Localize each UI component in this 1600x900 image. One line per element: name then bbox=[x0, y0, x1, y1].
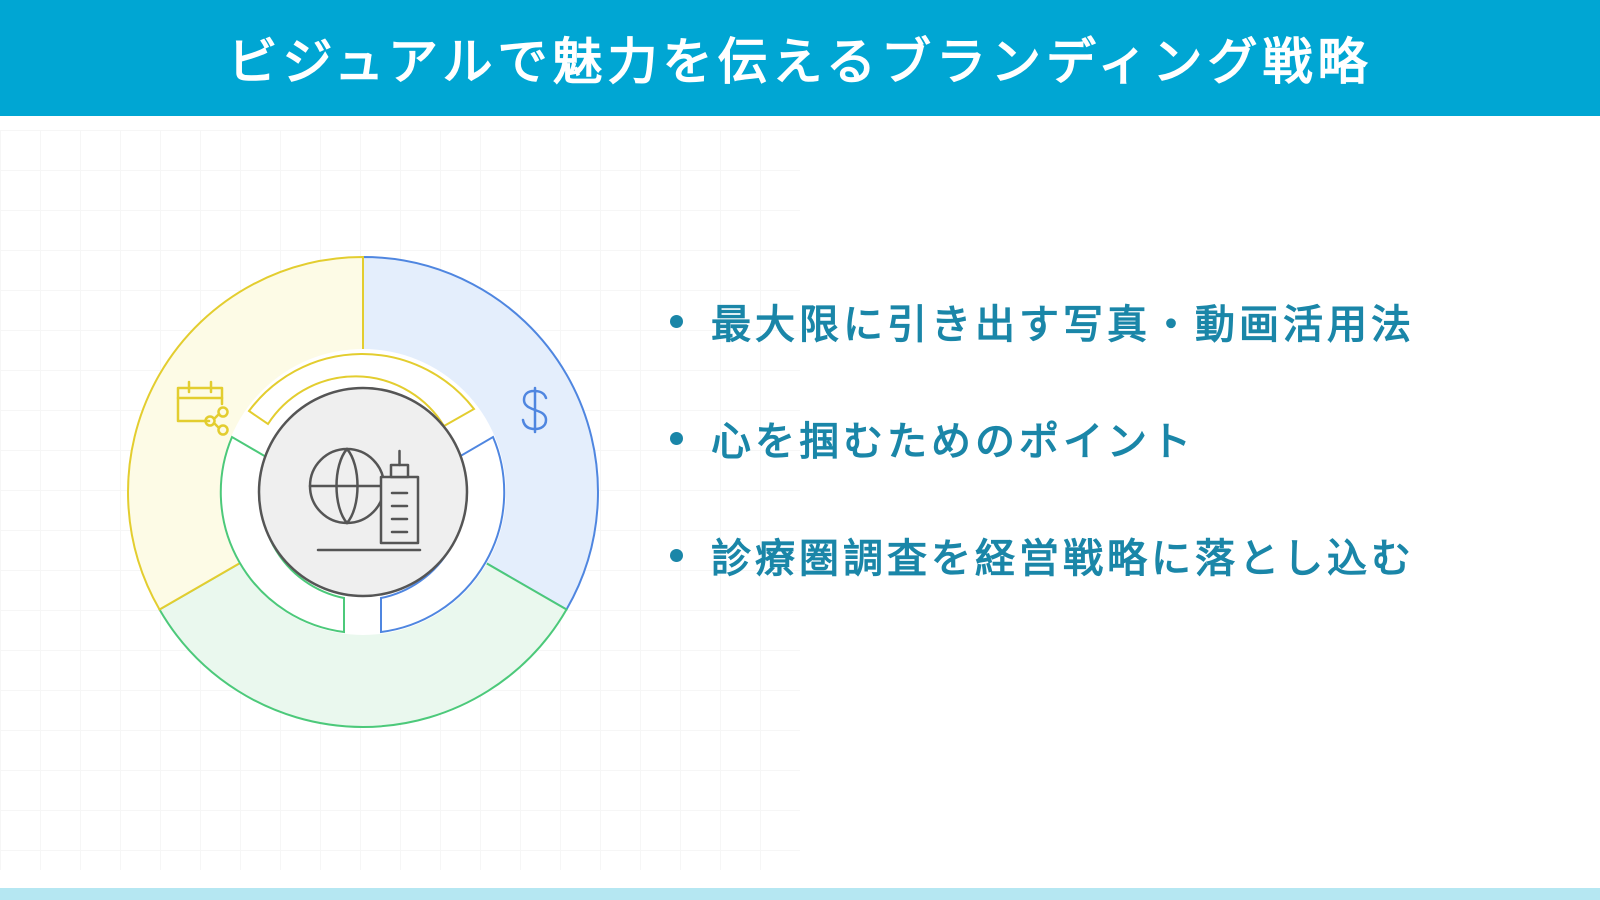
bullet-list: 最大限に引き出す写真・動画活用法 心を掴むためのポイント 診療圏調査を経営戦略に… bbox=[670, 290, 1570, 641]
bullet-text-3: 診療圏調査を経営戦略に落とし込む bbox=[711, 536, 1415, 582]
bullet-item-1: 最大限に引き出す写真・動画活用法 bbox=[670, 290, 1570, 352]
bullet-dot-icon bbox=[670, 314, 683, 328]
bullet-text-1: 最大限に引き出す写真・動画活用法 bbox=[711, 302, 1415, 348]
segment-green-inner bbox=[219, 435, 345, 634]
bullet-dot-icon bbox=[670, 548, 683, 562]
header-bar: ビジュアルで魅力を伝えるブランディング戦略 bbox=[0, 0, 1600, 116]
bullet-item-2: 心を掴むためのポイント bbox=[670, 407, 1570, 469]
bullet-item-3: 診療圏調査を経営戦略に落とし込む bbox=[670, 524, 1570, 586]
bottom-accent-bar bbox=[0, 888, 1600, 900]
center-circle bbox=[257, 386, 469, 598]
bullet-text-2: 心を掴むためのポイント bbox=[711, 419, 1195, 465]
calendar-share-icon bbox=[176, 380, 229, 436]
dollar-icon bbox=[521, 386, 548, 434]
bullet-dot-icon bbox=[670, 431, 683, 445]
globe-building-icon bbox=[308, 447, 422, 552]
page-title: ビジュアルで魅力を伝えるブランディング戦略 bbox=[227, 33, 1373, 91]
cycle-diagram bbox=[127, 255, 599, 728]
segment-yellow-inner bbox=[247, 353, 476, 428]
